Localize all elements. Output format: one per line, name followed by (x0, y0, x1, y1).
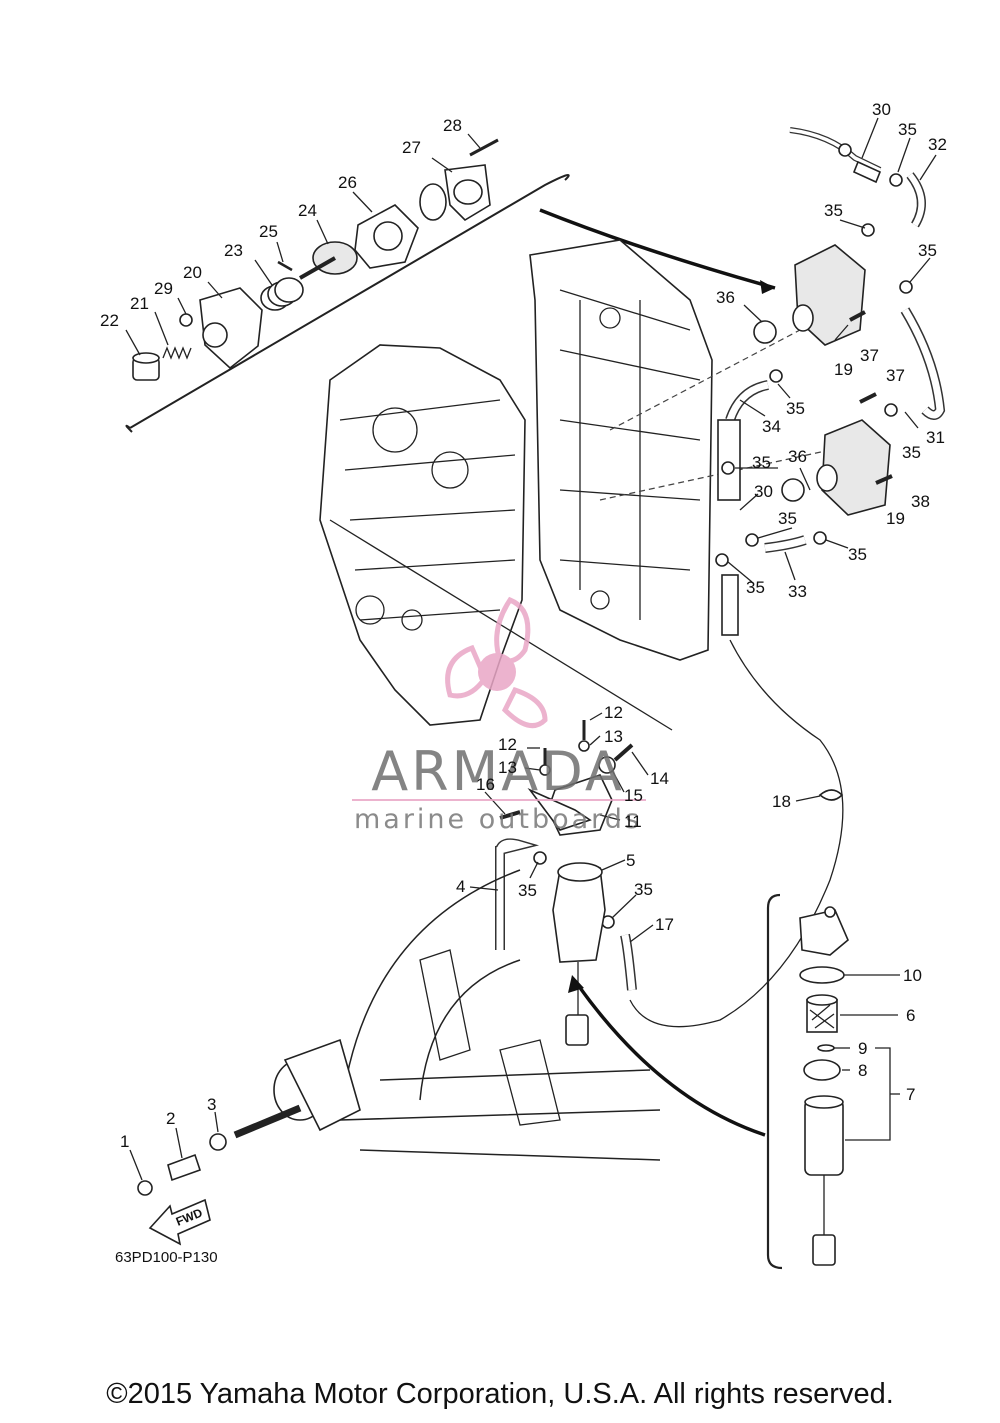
callout-10: 10 (903, 966, 922, 985)
callout-35-d: 35 (786, 399, 805, 418)
callout-25: 25 (259, 222, 278, 241)
callout-35-a: 35 (898, 120, 917, 139)
callout-1: 1 (120, 1132, 129, 1151)
callout-4: 4 (456, 877, 465, 896)
callout-27: 27 (402, 138, 421, 157)
callout-35-e: 35 (902, 443, 921, 462)
callout-24: 24 (298, 201, 317, 220)
callout-16: 16 (476, 775, 495, 794)
callout-5: 5 (626, 851, 635, 870)
callout-19-upper: 19 (834, 360, 853, 379)
callout-19-lower: 19 (886, 509, 905, 528)
fuel-pumps (533, 127, 946, 1028)
callout-33: 33 (788, 582, 807, 601)
filter-components-inset (766, 893, 900, 1270)
callout-35-g: 35 (778, 509, 797, 528)
callout-11: 11 (624, 812, 642, 831)
callout-22: 22 (100, 311, 119, 330)
diagram-ref-code: 63PD100-P130 (115, 1249, 218, 1266)
callout-labels: 1 2 3 4 5 6 7 8 9 10 11 12 12 13 13 14 1… (100, 100, 947, 1266)
callout-9: 9 (858, 1039, 867, 1058)
watermark: ARMADA marine outboards (352, 596, 646, 835)
manifold (529, 239, 831, 661)
callout-23: 23 (224, 241, 243, 260)
callout-35-c: 35 (918, 241, 937, 260)
callout-12-upper: 12 (604, 703, 623, 722)
callout-31: 31 (926, 428, 945, 447)
callout-21: 21 (130, 294, 149, 313)
callout-30-upper: 30 (872, 100, 891, 119)
callout-36-upper: 36 (716, 288, 735, 307)
callout-14: 14 (650, 769, 669, 788)
callout-13-upper: 13 (604, 727, 623, 746)
copyright-notice: ©2015 Yamaha Motor Corporation, U.S.A. A… (106, 1378, 894, 1410)
callout-35-i: 35 (746, 578, 765, 597)
callout-35-h: 35 (848, 545, 867, 564)
callout-34: 34 (762, 417, 781, 436)
callout-12-lower: 12 (498, 735, 517, 754)
callout-30-lower: 30 (754, 482, 773, 501)
callout-8: 8 (858, 1061, 867, 1080)
callout-20: 20 (183, 263, 202, 282)
leader-lines (129, 117, 937, 1181)
lower-cowling: FWD (137, 869, 661, 1246)
callout-6: 6 (906, 1006, 915, 1025)
callout-37-lower: 37 (886, 366, 905, 385)
callout-36-lower: 36 (788, 447, 807, 466)
callout-35-f: 35 (752, 453, 771, 472)
callout-35-k: 35 (634, 880, 653, 899)
callout-37-upper: 37 (860, 346, 879, 365)
callout-17: 17 (655, 915, 674, 934)
callout-3: 3 (207, 1095, 216, 1114)
callout-18: 18 (772, 792, 791, 811)
callout-2: 2 (166, 1109, 175, 1128)
watermark-brand: ARMADA (371, 740, 625, 803)
pump-internals-inset (125, 133, 776, 433)
callout-35-b: 35 (824, 201, 843, 220)
fuel-filter-assembly (495, 720, 766, 1137)
callout-35-j: 35 (518, 881, 537, 900)
callout-26: 26 (338, 173, 357, 192)
callout-32: 32 (928, 135, 947, 154)
callout-7: 7 (906, 1085, 915, 1104)
callout-15: 15 (624, 786, 643, 805)
callout-29: 29 (154, 279, 173, 298)
callout-28: 28 (443, 116, 462, 135)
propeller-logo-icon (445, 596, 548, 729)
callout-13-lower: 13 (498, 758, 517, 777)
callout-38: 38 (911, 492, 930, 511)
watermark-tagline: marine outboards (354, 804, 642, 835)
